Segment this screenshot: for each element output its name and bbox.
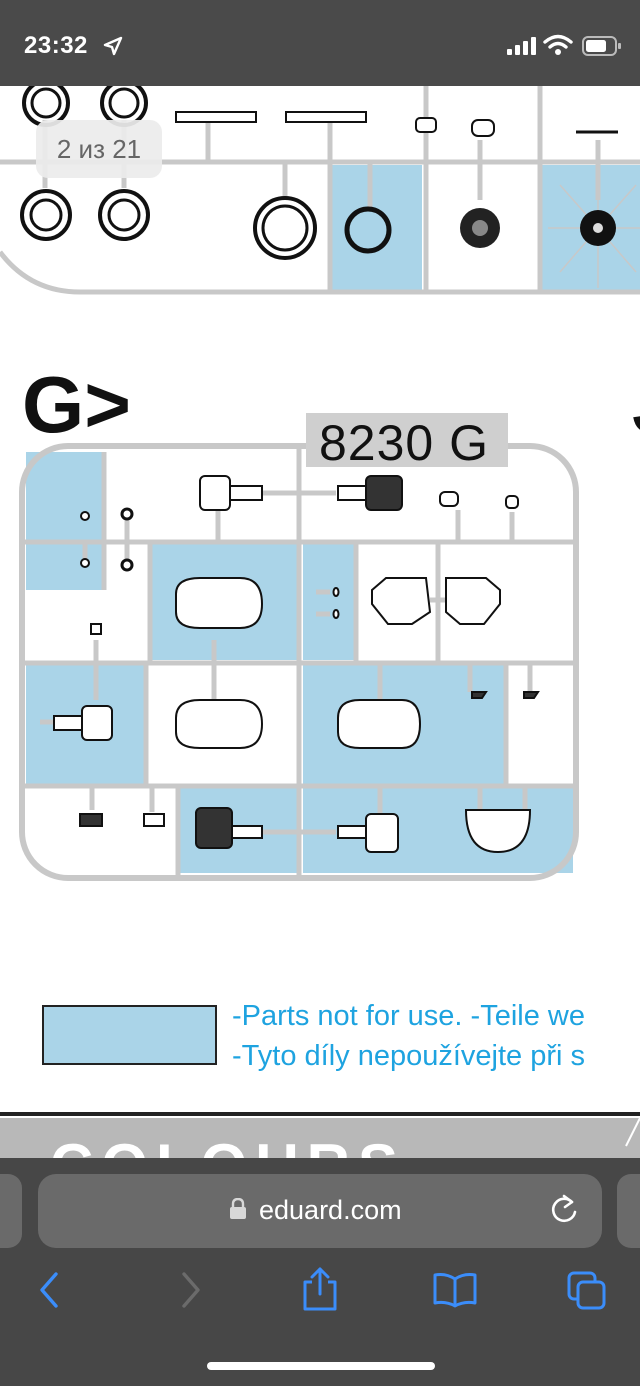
colours-heading: COLOURS — [50, 1136, 406, 1158]
share-icon[interactable] — [300, 1266, 340, 1312]
next-section-letter-edge: J — [632, 360, 640, 449]
sprue-code: 8230 G — [319, 415, 490, 471]
cellular-signal-icon — [507, 37, 536, 55]
back-icon[interactable] — [36, 1270, 64, 1310]
previous-tab-preview[interactable] — [0, 1174, 22, 1248]
legend-text-line2: -Tyto díly nepoužívejte při s — [232, 1040, 585, 1072]
reload-icon[interactable] — [548, 1192, 580, 1226]
lock-icon — [230, 1198, 246, 1219]
address-bar[interactable] — [38, 1174, 602, 1248]
address-domain[interactable]: eduard.com — [259, 1195, 402, 1225]
bookmarks-icon[interactable] — [432, 1272, 478, 1308]
status-time: 23:32 — [24, 32, 88, 59]
battery-icon — [582, 36, 621, 56]
sprue-g — [19, 443, 579, 881]
home-indicator[interactable] — [207, 1362, 435, 1370]
forward-icon[interactable] — [176, 1270, 204, 1310]
section-letter: G> — [22, 360, 131, 449]
status-bar: 23:32 — [0, 0, 640, 86]
legend-text-line1: -Parts not for use. -Teile we — [232, 1000, 585, 1032]
next-tab-preview[interactable] — [617, 1174, 640, 1248]
instruction-sheet: G> J — [0, 79, 640, 1158]
legend-swatch — [42, 1005, 217, 1065]
wifi-icon — [543, 34, 573, 55]
page-indicator: 2 из 21 — [36, 120, 162, 178]
tabs-icon[interactable] — [566, 1270, 608, 1312]
location-arrow-icon — [103, 36, 123, 56]
